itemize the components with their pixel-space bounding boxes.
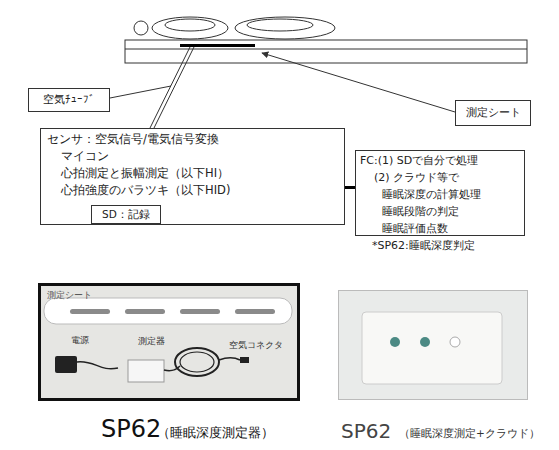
device-photo	[128, 360, 164, 382]
box-text: 睡眠深度の計算処理	[356, 186, 524, 203]
photo-background	[339, 291, 527, 399]
photo-caption: SP62	[101, 417, 161, 441]
photo-label: 空気コネクタ	[229, 341, 283, 350]
sheet-slot	[70, 309, 110, 314]
cable-coil	[175, 348, 219, 376]
photo-caption: （睡眠深度測定器）	[157, 426, 274, 439]
photo-background	[41, 286, 297, 398]
air-connector	[240, 357, 249, 363]
device-photo	[362, 312, 502, 384]
person-leg	[247, 19, 313, 31]
box-text: (2) クラウド等で	[356, 169, 524, 186]
callout-text: 測定シート	[466, 106, 521, 120]
cable	[164, 366, 180, 371]
sheet-slot	[235, 309, 275, 314]
photo-caption: SP62	[341, 421, 391, 441]
callout-box: 測定シート	[455, 100, 531, 126]
photo-label: 測定器	[138, 337, 165, 346]
photo-frame: 測定シート電源測定器空気コネクタSP62（睡眠深度測定器）	[38, 283, 300, 401]
box-text: FC:(1) SDで自分で処理	[356, 152, 524, 169]
person-arm	[165, 19, 215, 31]
sheet-photo	[44, 298, 292, 324]
sheet-slot	[180, 309, 220, 314]
cable	[219, 358, 240, 360]
leader-line	[110, 86, 171, 98]
power-cord	[77, 362, 118, 369]
processing-box: FC:(1) SDで自分で処理(2) クラウド等で睡眠深度の計算処理睡眠段階の判…	[355, 150, 525, 236]
controller-box: センサ：空気信号/電気信号変換マイコン心拍測定と振幅測定（以下HI）心拍強度のバ…	[40, 128, 345, 225]
leader-arrow	[262, 53, 455, 112]
device-lamp	[390, 337, 400, 347]
measuring-sheet	[180, 44, 255, 47]
bed	[125, 40, 527, 63]
photo-label: 電源	[71, 336, 89, 345]
box-text: 睡眠段階の判定	[356, 203, 524, 220]
box-text: マイコン	[41, 148, 344, 165]
power-adapter	[55, 356, 77, 373]
connector-line	[345, 186, 355, 189]
box-text: 心拍強度のバラツキ（以下HID)	[41, 182, 344, 199]
photo-caption: （睡眠深度測定+クラウド）	[399, 428, 540, 439]
storage-box: SD：記録	[91, 205, 161, 224]
cable-coil	[180, 352, 214, 372]
photo-label: 測定シート	[47, 291, 92, 300]
device-port	[450, 337, 460, 347]
person-head	[134, 21, 148, 35]
box-text: センサ：空気信号/電気信号変換	[41, 131, 344, 148]
photo-frame: SP62（睡眠深度測定+クラウド）	[338, 290, 528, 400]
box-text: SD：記録	[102, 208, 150, 221]
air-tube	[154, 47, 194, 128]
device-lamp	[420, 337, 430, 347]
box-text: 心拍測定と振幅測定（以下HI）	[41, 165, 344, 182]
box-text: 睡眠評価点数	[356, 220, 524, 237]
note-label: *SP62:睡眠深度判定	[372, 238, 475, 253]
air-tube	[150, 47, 190, 128]
person-torso	[152, 17, 228, 39]
mattress-line	[125, 49, 527, 50]
callout-text: 空気ﾁｭｰﾌﾞ	[43, 93, 95, 107]
sheet-slot	[125, 309, 165, 314]
person-legs	[235, 17, 335, 39]
callout-box: 空気ﾁｭｰﾌﾞ	[28, 88, 110, 112]
